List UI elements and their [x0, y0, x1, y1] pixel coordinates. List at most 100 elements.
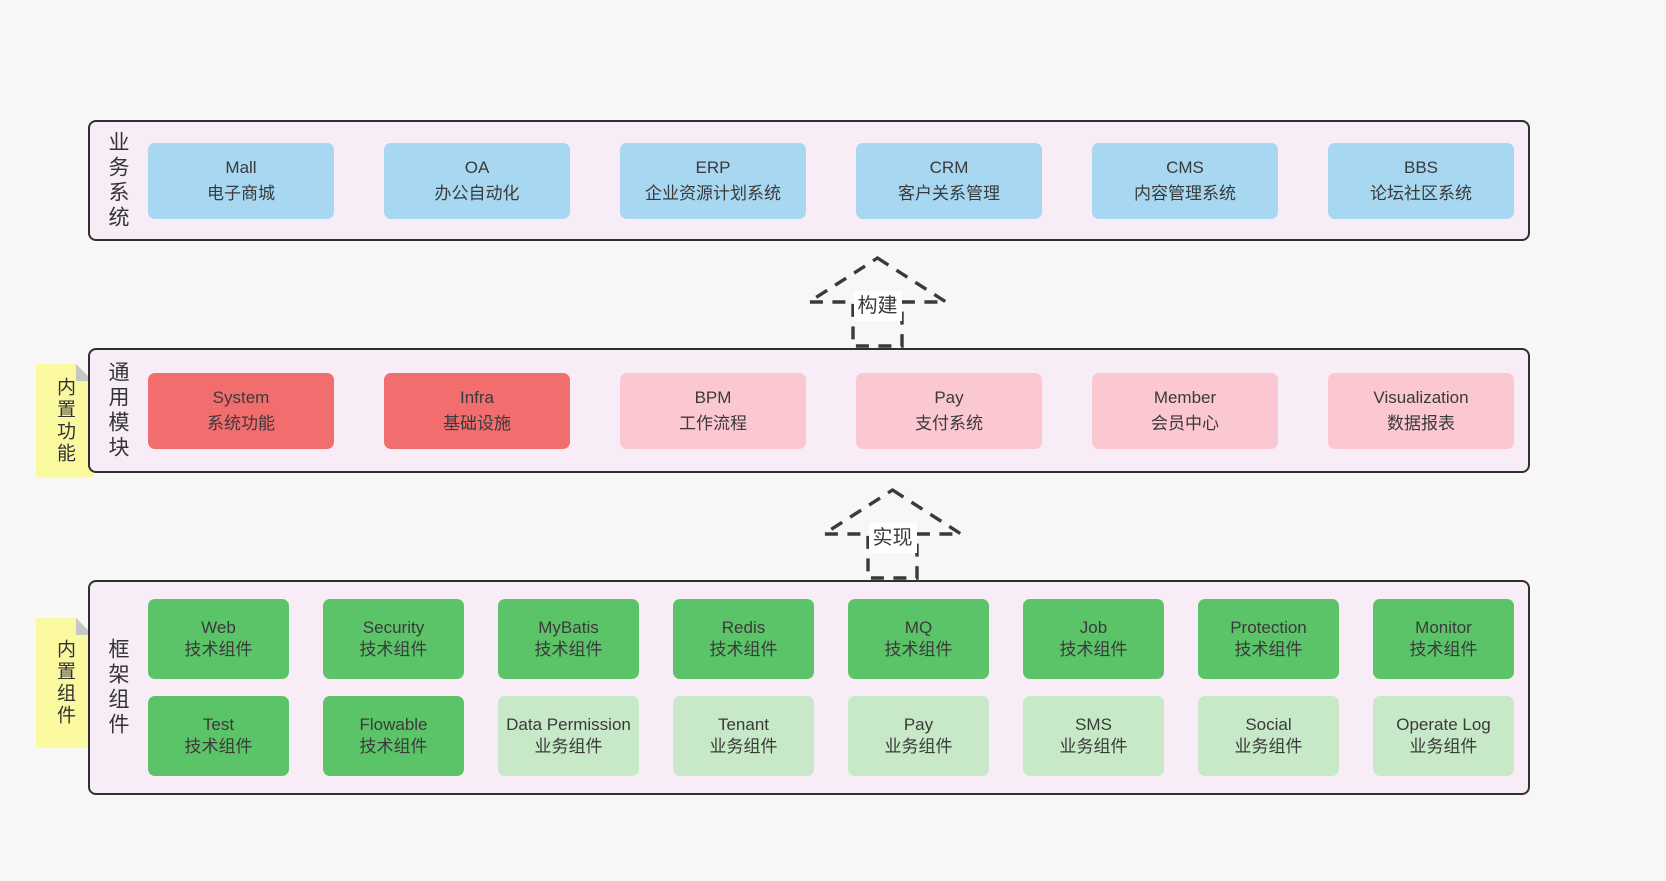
module-box-subtitle: 技术组件	[1409, 640, 1478, 659]
builtin-features-tab: 内置功能	[36, 364, 93, 477]
build-arrow: 构建	[805, 255, 950, 349]
module-box-title: CMS	[1166, 158, 1204, 177]
module-box-subtitle: 数据报表	[1387, 413, 1455, 433]
module-box-title: OA	[464, 158, 490, 177]
module-box-mall: Mall 电子商城	[148, 142, 334, 219]
module-box-title: SMS	[1075, 714, 1112, 734]
module-box-title: Pay	[934, 388, 964, 407]
module-box-subtitle: 技术组件	[884, 640, 953, 659]
module-box-erp: ERP 企业资源计划系统	[620, 142, 806, 219]
module-box-title: Data Permission	[506, 714, 631, 734]
builtin-features-tab-label: 内置功能	[54, 376, 75, 465]
module-box-subtitle: 业务组件	[1409, 737, 1478, 756]
module-box-subtitle: 技术组件	[709, 640, 778, 659]
module-box-title: Monitor	[1415, 617, 1472, 637]
module-box-subtitle: 系统功能	[207, 413, 275, 433]
module-box-subtitle: 技术组件	[184, 640, 253, 659]
module-box-title: Member	[1153, 388, 1217, 407]
module-box-operate-log: Operate Log 业务组件	[1373, 696, 1514, 776]
implement-arrow: 实现	[820, 487, 965, 581]
module-box-tenant: Tenant 业务组件	[673, 696, 814, 776]
up-arrow-icon	[820, 487, 965, 580]
module-box-title: Visualization	[1373, 388, 1469, 407]
module-box-subtitle: 业务组件	[1234, 737, 1303, 756]
module-box-subtitle: 基础设施	[443, 413, 511, 433]
module-box-title: MQ	[904, 617, 933, 637]
module-box-subtitle: 技术组件	[1059, 640, 1128, 659]
module-box-subtitle: 业务组件	[534, 737, 603, 756]
module-box-pay: Pay 业务组件	[848, 696, 989, 776]
module-box-subtitle: 企业资源计划系统	[645, 183, 781, 203]
module-box-oa: OA 办公自动化	[384, 142, 570, 219]
module-box-protection: Protection 技术组件	[1198, 599, 1339, 679]
module-box-bbs: BBS 论坛社区系统	[1328, 142, 1514, 219]
module-box-subtitle: 技术组件	[1234, 640, 1303, 659]
module-box-sms: SMS 业务组件	[1023, 696, 1164, 776]
module-box-flowable: Flowable 技术组件	[323, 696, 464, 776]
module-box-security: Security 技术组件	[323, 599, 464, 679]
module-box-subtitle: 技术组件	[359, 737, 428, 756]
build-arrow-label: 构建	[853, 291, 902, 321]
module-box-title: Test	[202, 714, 235, 734]
module-box-title: Infra	[459, 388, 495, 407]
module-box-pay: Pay 支付系统	[856, 372, 1042, 449]
module-box-title: Tenant	[717, 714, 770, 734]
business-systems-panel: 业务系统 Mall 电子商城 OA 办公自动化 ERP 企业资源计划系统 CRM 客户关系管理…	[88, 120, 1530, 241]
module-box-subtitle: 技术组件	[359, 640, 428, 659]
module-box-subtitle: 电子商城	[207, 183, 275, 203]
module-box-mybatis: MyBatis 技术组件	[498, 599, 639, 679]
module-box-subtitle: 业务组件	[709, 737, 778, 756]
module-box-title: Protection	[1230, 617, 1307, 637]
module-box-subtitle: 会员中心	[1151, 413, 1219, 433]
module-box-title: Web	[201, 617, 236, 637]
module-box-subtitle: 客户关系管理	[898, 183, 1000, 203]
module-box-title: Redis	[721, 617, 766, 637]
module-box-test: Test 技术组件	[148, 696, 289, 776]
module-box-title: Mall	[225, 158, 257, 177]
module-box-web: Web 技术组件	[148, 599, 289, 679]
module-box-cms: CMS 内容管理系统	[1092, 142, 1278, 219]
builtin-components-tab: 内置组件	[36, 618, 93, 748]
module-box-crm: CRM 客户关系管理	[856, 142, 1042, 219]
module-box-monitor: Monitor 技术组件	[1373, 599, 1514, 679]
module-box-title: Pay	[903, 714, 934, 734]
module-box-title: Operate Log	[1396, 714, 1491, 734]
module-box-subtitle: 办公自动化	[434, 183, 520, 203]
module-box-visualization: Visualization 数据报表	[1328, 372, 1514, 449]
builtin-components-tab-label: 内置组件	[54, 639, 75, 727]
module-box-subtitle: 技术组件	[534, 640, 603, 659]
up-arrow-icon	[805, 255, 950, 348]
module-box-title: Social	[1245, 714, 1292, 734]
module-box-subtitle: 业务组件	[1059, 737, 1128, 756]
module-box-title: MyBatis	[538, 617, 599, 637]
module-box-subtitle: 内容管理系统	[1134, 183, 1236, 203]
module-box-title: BPM	[694, 388, 732, 407]
module-box-member: Member 会员中心	[1092, 372, 1278, 449]
module-box-subtitle: 论坛社区系统	[1370, 183, 1472, 203]
module-box-system: System 系统功能	[148, 372, 334, 449]
module-box-infra: Infra 基础设施	[384, 372, 570, 449]
module-box-title: CRM	[929, 158, 969, 177]
module-box-title: BBS	[1403, 158, 1439, 177]
module-box-title: ERP	[695, 158, 731, 177]
module-box-subtitle: 支付系统	[915, 413, 983, 433]
module-box-title: System	[212, 388, 270, 407]
panel-side-label: 业务系统	[106, 130, 129, 231]
module-box-mq: MQ 技术组件	[848, 599, 989, 679]
module-box-subtitle: 技术组件	[184, 737, 253, 756]
implement-arrow-label: 实现	[868, 523, 917, 553]
module-box-title: Security	[362, 617, 425, 637]
module-box-subtitle: 业务组件	[884, 737, 953, 756]
module-box-social: Social 业务组件	[1198, 696, 1339, 776]
panel-side-label: 框架组件	[106, 637, 129, 738]
module-box-redis: Redis 技术组件	[673, 599, 814, 679]
panel-side-label: 通用模块	[106, 360, 129, 461]
module-box-title: Flowable	[359, 714, 428, 734]
